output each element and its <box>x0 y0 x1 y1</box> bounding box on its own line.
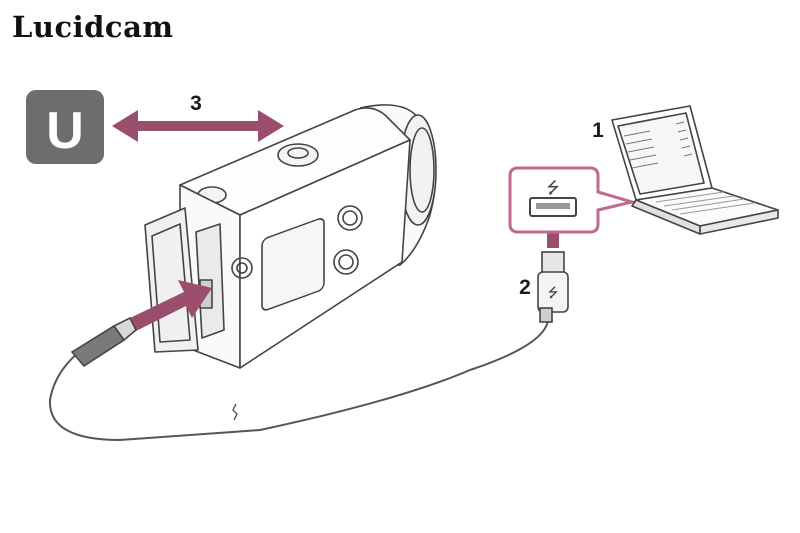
usb-plug-icon: ⭍ <box>548 286 559 301</box>
double-arrow <box>112 110 284 142</box>
usb-plug: ⭍ <box>537 251 569 323</box>
step-1-label: 1 <box>592 119 604 142</box>
u-badge: U <box>26 90 104 164</box>
badge-letter: U <box>46 102 84 160</box>
action-camera <box>144 104 437 369</box>
usb-port-callout: ⭍ <box>508 166 638 234</box>
micro-usb-plug <box>70 316 137 368</box>
usb-cable <box>48 305 549 442</box>
step-2-label: 2 <box>519 276 531 299</box>
site-logo-text: Lucidcam <box>12 10 174 44</box>
insert-arrow <box>130 280 212 332</box>
laptop-icon <box>611 105 779 235</box>
usb-icon: ⭍ <box>546 178 559 197</box>
step-3-label: 3 <box>190 92 202 115</box>
